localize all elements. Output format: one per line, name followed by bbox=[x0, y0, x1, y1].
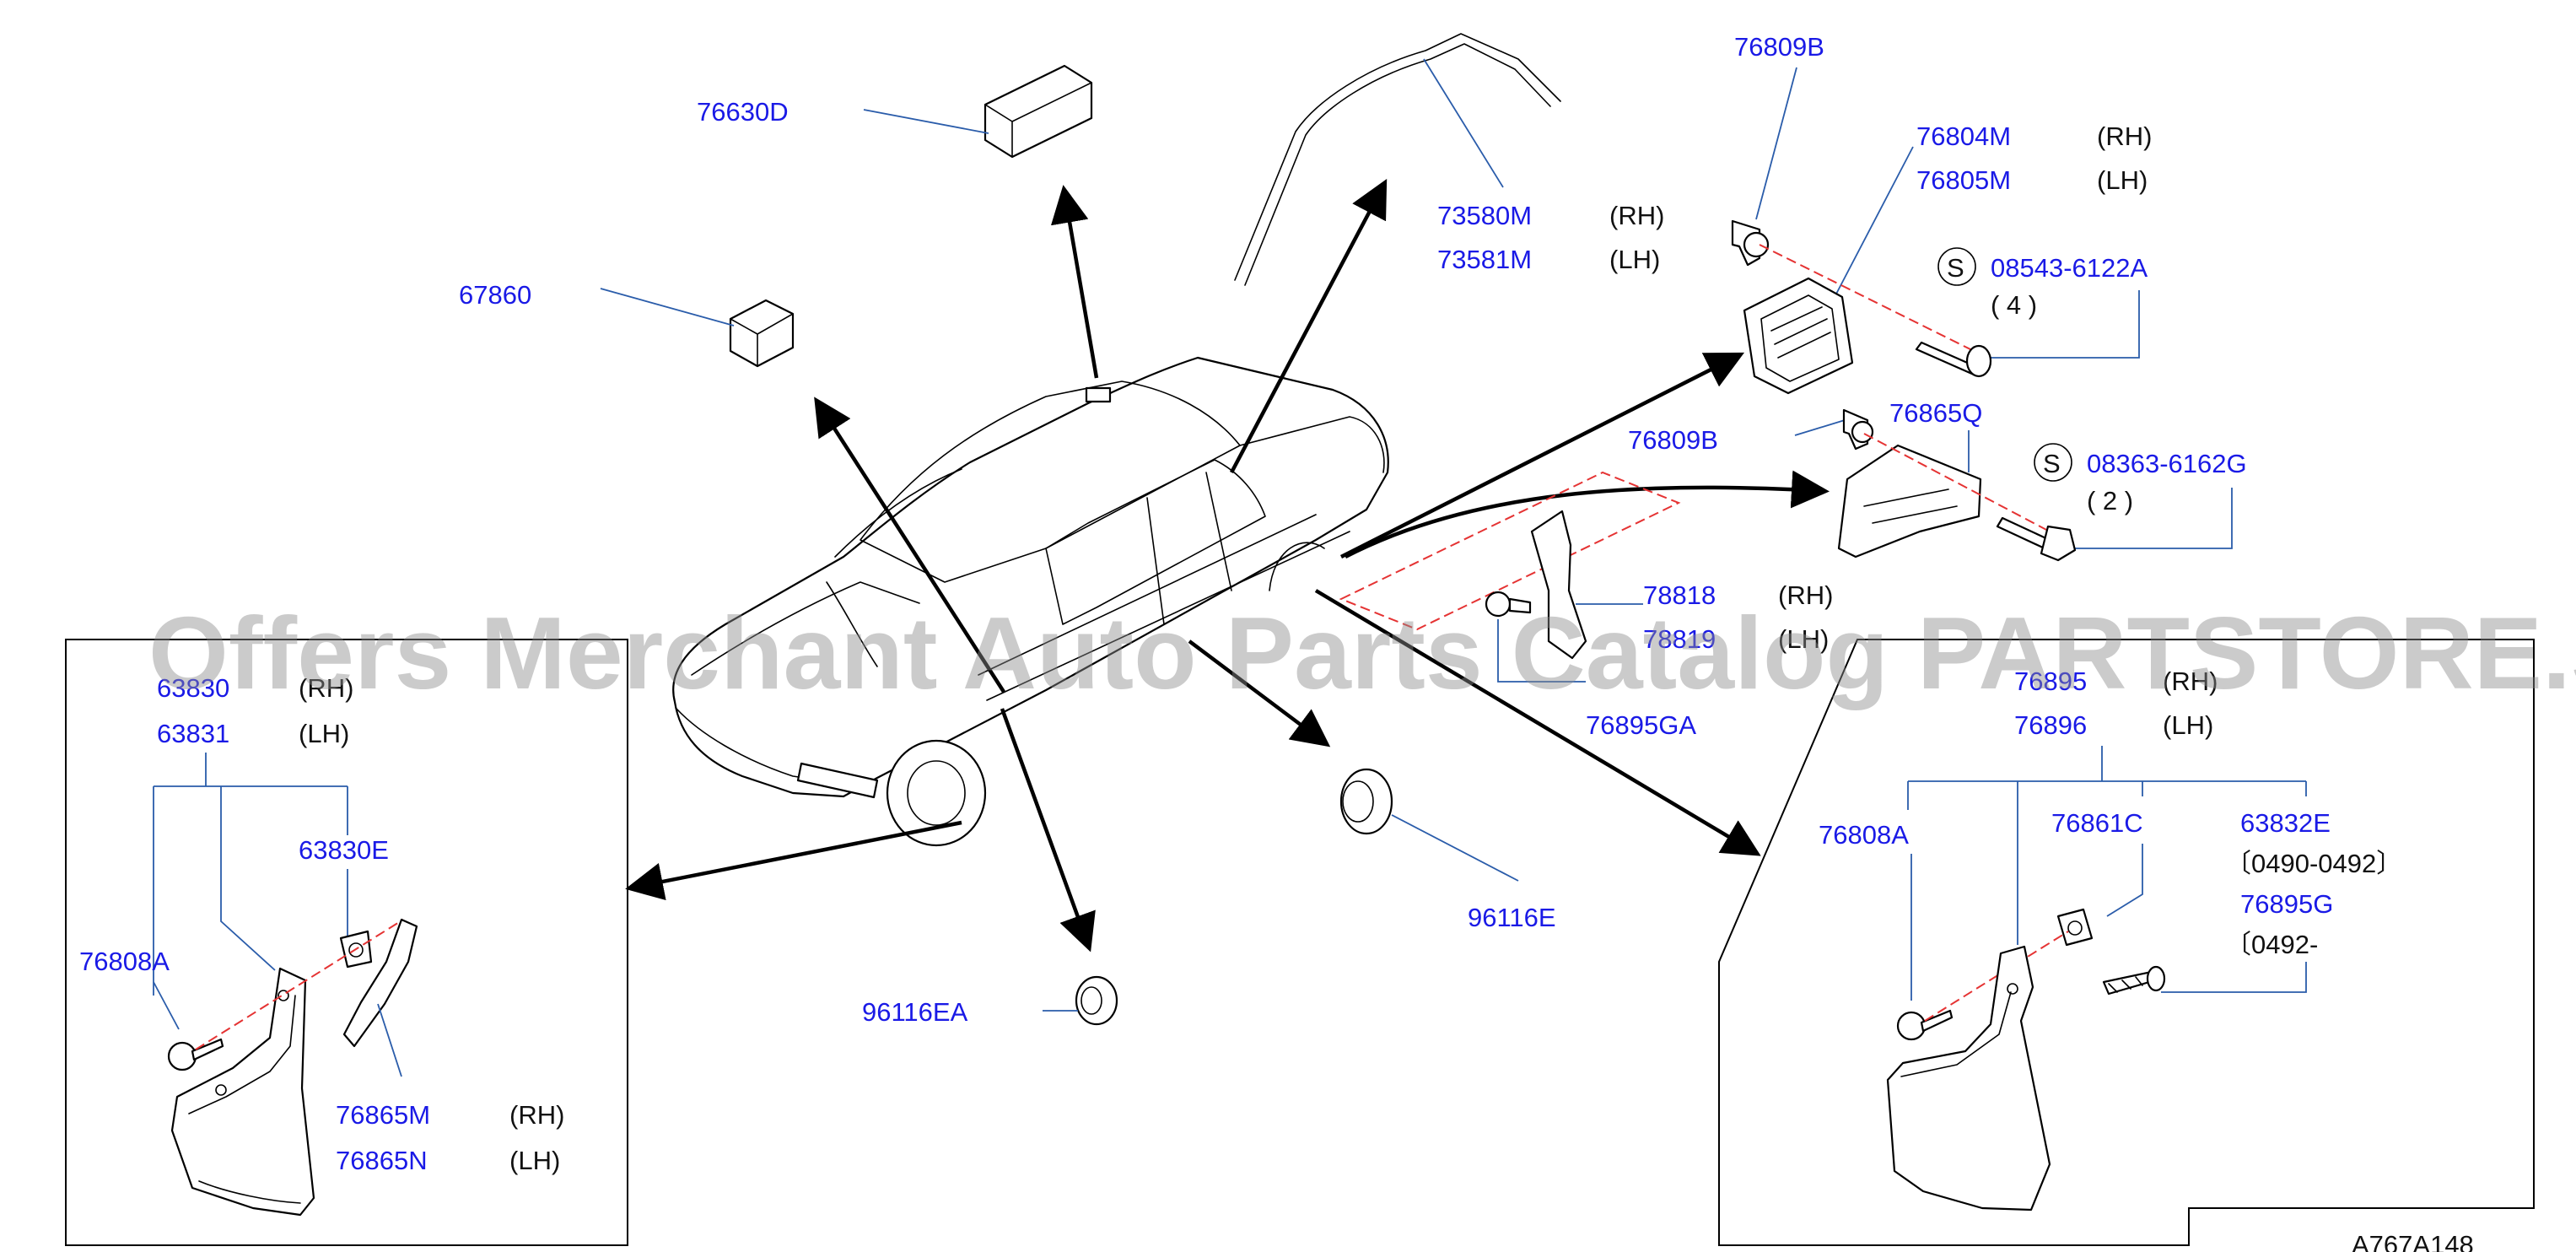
qty-08543: ( 4 ) bbox=[1991, 290, 2037, 320]
part-label-76865M[interactable]: 76865M bbox=[336, 1100, 430, 1130]
part-label-08363-6162G[interactable]: 08363-6162G bbox=[2087, 449, 2247, 478]
mudflap-right-drawing bbox=[1886, 945, 2051, 1212]
part-label-76809B-top[interactable]: 76809B bbox=[1734, 32, 1824, 62]
part-label-76805M[interactable]: 76805M bbox=[1916, 165, 2011, 195]
part-73580M-drawing bbox=[1234, 33, 1561, 286]
part-label-96116EA[interactable]: 96116EA bbox=[862, 997, 968, 1027]
left-detail-box bbox=[65, 639, 628, 1246]
side-label-lh-6: (LH) bbox=[2163, 710, 2213, 740]
part-76630D-drawing bbox=[984, 64, 1093, 159]
clip-76809B-mid-drawing bbox=[1842, 408, 1874, 451]
part-67860-drawing bbox=[729, 299, 795, 368]
part-label-63831[interactable]: 63831 bbox=[157, 719, 229, 748]
part-label-63830[interactable]: 63830 bbox=[157, 673, 229, 703]
vent-drawing bbox=[1743, 277, 1854, 395]
clip-76895G-drawing bbox=[2102, 965, 2166, 996]
range-76895G: 〔0492- bbox=[2225, 930, 2318, 959]
part-label-63832E[interactable]: 63832E bbox=[2240, 808, 2331, 838]
part-label-73581M[interactable]: 73581M bbox=[1437, 245, 1532, 274]
grommet-96116E-drawing bbox=[1339, 768, 1393, 835]
s-symbol-1 bbox=[1937, 247, 1976, 286]
part-label-76861C[interactable]: 76861C bbox=[2051, 808, 2143, 838]
screw-08543-drawing bbox=[1915, 341, 1992, 378]
part-label-78819[interactable]: 78819 bbox=[1643, 624, 1716, 654]
part-label-08543-6122A[interactable]: 08543-6122A bbox=[1991, 253, 2148, 283]
clip-76895GA-drawing bbox=[1485, 591, 1532, 618]
bracket-76865Q-drawing bbox=[1837, 444, 1982, 559]
side-label-lh-3: (LH) bbox=[1778, 624, 1829, 654]
callout-arrows bbox=[625, 179, 1830, 952]
s-symbol-2 bbox=[2034, 443, 2072, 482]
qty-08363: ( 2 ) bbox=[2087, 486, 2133, 515]
side-label-rh-5: (RH) bbox=[509, 1100, 564, 1130]
s-symbol-1-text: S bbox=[1947, 253, 1964, 283]
part-label-76895[interactable]: 76895 bbox=[2014, 666, 2087, 696]
part-label-76630D[interactable]: 76630D bbox=[697, 97, 789, 127]
side-label-rh-2: (RH) bbox=[2097, 121, 2152, 151]
part-label-96116E[interactable]: 96116E bbox=[1468, 903, 1556, 932]
part-label-76808A-left[interactable]: 76808A bbox=[79, 947, 170, 976]
side-label-rh-4: (RH) bbox=[299, 673, 353, 703]
side-label-rh: (RH) bbox=[1609, 201, 1664, 230]
side-label-rh-6: (RH) bbox=[2163, 666, 2218, 696]
clip-76861C-drawing bbox=[2056, 908, 2094, 947]
right-detail-box bbox=[1718, 639, 2535, 1246]
part-label-76895GA[interactable]: 76895GA bbox=[1586, 710, 1696, 740]
side-label-rh-3: (RH) bbox=[1778, 580, 1833, 610]
bolt-08363-drawing bbox=[1996, 516, 2077, 562]
car-illustration bbox=[672, 356, 1389, 847]
diagram-code: A767A148 bbox=[2352, 1230, 2474, 1252]
part-label-76865Q[interactable]: 76865Q bbox=[1889, 398, 1982, 428]
side-label-lh-2: (LH) bbox=[2097, 165, 2148, 195]
grommet-96116EA-drawing bbox=[1075, 975, 1118, 1026]
s-symbol-2-text: S bbox=[2043, 449, 2061, 478]
guard-78818-drawing bbox=[1530, 510, 1587, 660]
part-label-76804M[interactable]: 76804M bbox=[1916, 121, 2011, 151]
side-label-lh-5: (LH) bbox=[509, 1146, 560, 1175]
part-label-73580M[interactable]: 73580M bbox=[1437, 201, 1532, 230]
part-label-76808A-right[interactable]: 76808A bbox=[1819, 820, 1909, 850]
bracket-76865M-drawing bbox=[342, 918, 418, 1048]
side-label-lh: (LH) bbox=[1609, 245, 1660, 274]
range-63832E: 〔0490-0492〕 bbox=[2225, 849, 2402, 878]
part-label-63830E[interactable]: 63830E bbox=[299, 835, 389, 865]
screw-76808A-left-drawing bbox=[167, 1038, 224, 1071]
part-label-78818[interactable]: 78818 bbox=[1643, 580, 1716, 610]
watermark: Offers Merchant Auto Parts Catalog PARTS… bbox=[148, 596, 2576, 710]
mudflap-left-drawing bbox=[170, 967, 315, 1217]
side-label-lh-4: (LH) bbox=[299, 719, 349, 748]
part-label-76809B-mid[interactable]: 76809B bbox=[1628, 425, 1718, 455]
part-label-76896[interactable]: 76896 bbox=[2014, 710, 2087, 740]
part-label-76865N[interactable]: 76865N bbox=[336, 1146, 428, 1175]
clip-76809B-top-drawing bbox=[1731, 219, 1770, 267]
part-label-67860[interactable]: 67860 bbox=[459, 280, 531, 310]
part-label-76895G[interactable]: 76895G bbox=[2240, 889, 2333, 919]
screw-76808A-right-drawing bbox=[1896, 1009, 1954, 1041]
